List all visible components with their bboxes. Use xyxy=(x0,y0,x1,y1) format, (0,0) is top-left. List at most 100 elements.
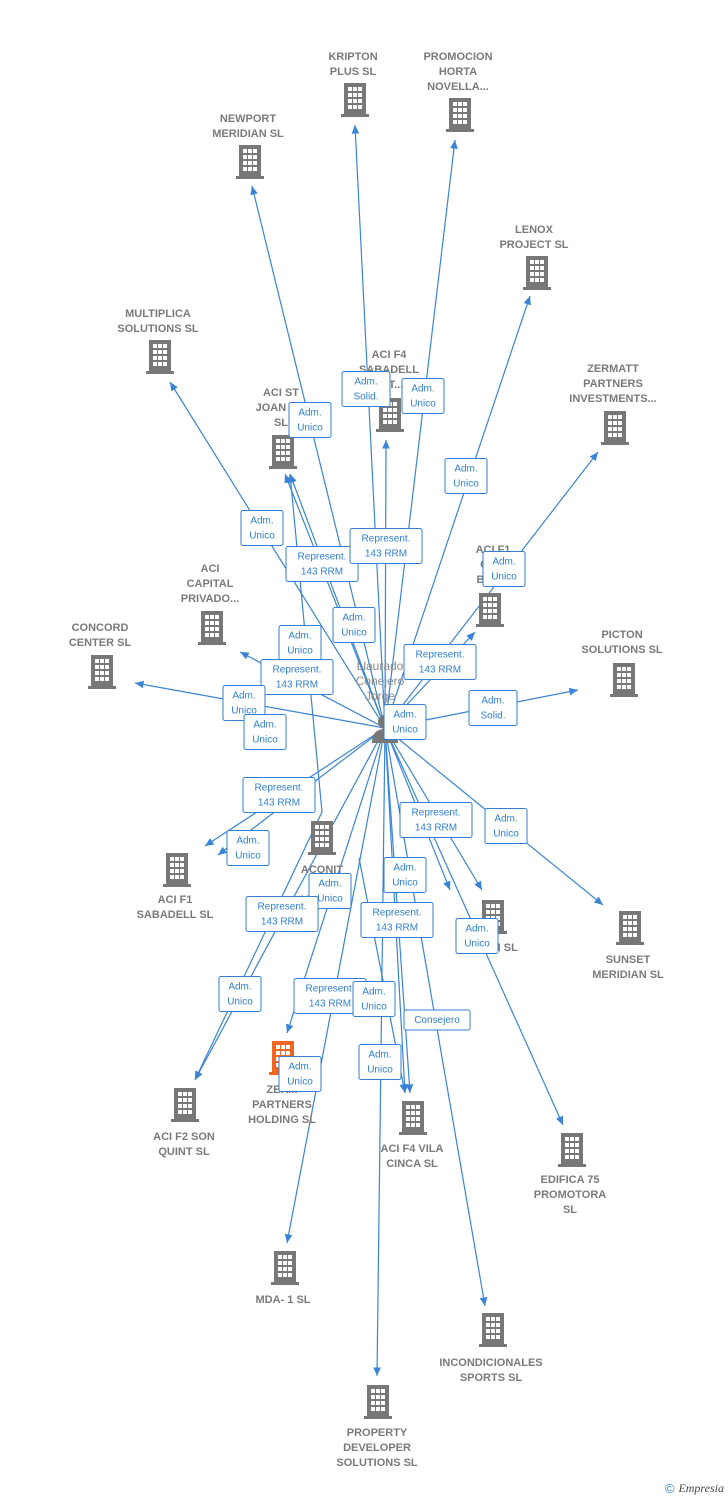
building-icon[interactable] xyxy=(523,256,551,290)
edge-label-19[interactable]: Adm.Unico xyxy=(484,808,528,844)
building-icon[interactable] xyxy=(616,911,644,945)
node-label-line: ACI F4 VILA xyxy=(381,1143,444,1155)
edge-label-1[interactable]: Adm.Unico xyxy=(288,402,332,438)
edge-label-8[interactable]: Adm.Unico xyxy=(278,625,322,661)
building-icon[interactable] xyxy=(236,145,264,179)
building-icon[interactable] xyxy=(269,435,297,469)
node-mda[interactable]: MDA- 1 SL xyxy=(256,1251,311,1306)
edge-label-21[interactable]: Adm.Unico xyxy=(308,873,352,909)
building-icon[interactable] xyxy=(558,1133,586,1167)
building-icon[interactable] xyxy=(610,663,638,697)
edge-label-13[interactable]: Adm.Solid. xyxy=(468,690,518,726)
edge-label-9[interactable]: Adm.Unico xyxy=(332,607,376,643)
edge-label-line: Adm. xyxy=(393,710,416,721)
edge-label-27[interactable]: Adm.Unico xyxy=(352,981,396,1017)
edge-label-4[interactable]: Adm.Unico xyxy=(240,510,284,546)
edge-label-text: Adm.Unico xyxy=(317,879,343,905)
edge-label-11[interactable]: Represent.143 RRM xyxy=(403,644,477,680)
node-label-line: PLUS SL xyxy=(330,66,377,78)
node-label-line: LENOX xyxy=(515,224,554,236)
edge-label-29[interactable]: Adm.Unico xyxy=(278,1056,322,1092)
building-icon[interactable] xyxy=(308,821,336,855)
edge-label-0[interactable]: Adm.Solid. xyxy=(341,371,391,407)
edge-label-6[interactable]: Represent.143 RRM xyxy=(349,528,423,564)
edge-label-25[interactable]: Adm.Unico xyxy=(218,976,262,1012)
edge-label-28[interactable]: Consejero xyxy=(403,1009,471,1031)
edge-label-14[interactable]: Adm.Unico xyxy=(243,714,287,750)
edge-label-7[interactable]: Adm.Unico xyxy=(482,551,526,587)
edge-label-text: Adm.Solid. xyxy=(480,696,505,722)
edge-label-24[interactable]: Adm.Unico xyxy=(455,918,499,954)
building-icon[interactable] xyxy=(198,611,226,645)
building-icon[interactable] xyxy=(341,83,369,117)
edge-label-2[interactable]: Adm.Unico xyxy=(401,378,445,414)
building-icon[interactable] xyxy=(163,853,191,887)
building-icon[interactable] xyxy=(271,1251,299,1285)
building-icon[interactable] xyxy=(171,1088,199,1122)
edge-label-18[interactable]: Adm.Unico xyxy=(226,830,270,866)
edge-label-15[interactable]: Adm.Unico xyxy=(383,704,427,740)
edge-label-line: Unico xyxy=(453,479,479,490)
node-label-line: SUNSET xyxy=(606,954,651,966)
brand-logo[interactable]: Empresia xyxy=(678,1481,724,1495)
edge-label-3[interactable]: Adm.Unico xyxy=(444,458,488,494)
building-icon[interactable] xyxy=(601,411,629,445)
edge-label-line: 143 RRM xyxy=(309,999,351,1010)
building-icon[interactable] xyxy=(476,593,504,627)
building-icon[interactable] xyxy=(399,1101,427,1135)
edge-label-30[interactable]: Adm.Unico xyxy=(358,1044,402,1080)
edge-label-22[interactable]: Represent.143 RRM xyxy=(245,896,319,932)
edge-label-16[interactable]: Represent.143 RRM xyxy=(242,777,316,813)
building-icon[interactable] xyxy=(88,655,116,689)
edge-label-23[interactable]: Represent.143 RRM xyxy=(360,902,434,938)
edge-label-20[interactable]: Adm.Unico xyxy=(383,857,427,893)
building-icon[interactable] xyxy=(146,340,174,374)
edge-label-5[interactable]: Represent.143 RRM xyxy=(285,546,359,582)
edge-label-line: Adm. xyxy=(253,720,276,731)
building-icon[interactable] xyxy=(479,1313,507,1347)
building-icon[interactable] xyxy=(364,1385,392,1419)
edge-label-box xyxy=(245,896,319,932)
edge-label-17[interactable]: Represent.143 RRM xyxy=(399,802,473,838)
edge-label-10[interactable]: Represent.143 RRM xyxy=(260,659,334,695)
building-icon[interactable] xyxy=(446,98,474,132)
node-label-mda[interactable]: MDA- 1 SL xyxy=(256,1294,311,1306)
edge-label-box xyxy=(332,607,376,643)
